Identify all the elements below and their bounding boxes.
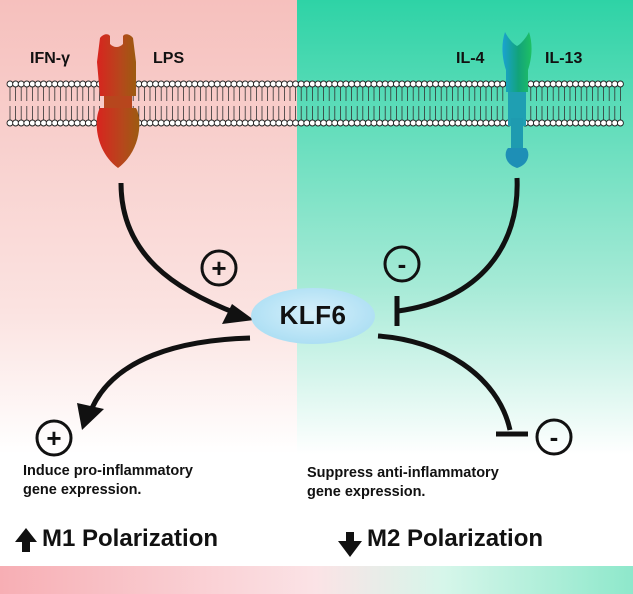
- klf6-node: [251, 288, 375, 344]
- klf6-label: KLF6: [279, 300, 347, 330]
- m1-outcome-text: Induce pro-inflammatory gene expression.: [23, 463, 193, 498]
- klf6-to-m1-arrowhead: [77, 403, 104, 430]
- up-arrow-icon: [15, 528, 37, 552]
- m1-polarization-label: M1 Polarization: [42, 525, 219, 552]
- minus-sign-lower: -: [549, 422, 559, 452]
- plus-sign-upper: +: [211, 253, 227, 283]
- klf6-to-m1-arrow: [89, 335, 251, 410]
- minus-sign-circle-lower: [535, 418, 573, 456]
- klf6-to-m2-line: [377, 333, 513, 431]
- m2-polarization-label: M2 Polarization: [367, 525, 544, 552]
- right-panel-background: [297, 0, 633, 568]
- activation-arrowhead: [222, 304, 254, 324]
- receptor-left-icon: [96, 34, 140, 168]
- ligand-lps-label: LPS: [153, 50, 185, 67]
- ligand-il13-label: IL-13: [545, 50, 583, 67]
- ligand-il4-label: IL-4: [456, 50, 485, 67]
- ligand-ifn-gamma-label: IFN-γ: [30, 50, 70, 67]
- down-arrow-icon: [338, 532, 362, 557]
- activation-arrow: [118, 182, 239, 317]
- cell-membrane: [6, 80, 624, 128]
- minus-sign-upper: -: [397, 249, 407, 279]
- minus-sign-circle-upper: [383, 245, 421, 283]
- receptor-right-icon: [502, 32, 532, 168]
- bottom-strip: [0, 566, 633, 594]
- plus-sign-circle-lower: [35, 419, 73, 457]
- m2-outcome-text: Suppress anti-inflammatory gene expressi…: [307, 465, 499, 500]
- plus-sign-circle-upper: [200, 249, 238, 287]
- plus-sign-lower: +: [46, 423, 62, 453]
- inhibition-line: [397, 177, 520, 314]
